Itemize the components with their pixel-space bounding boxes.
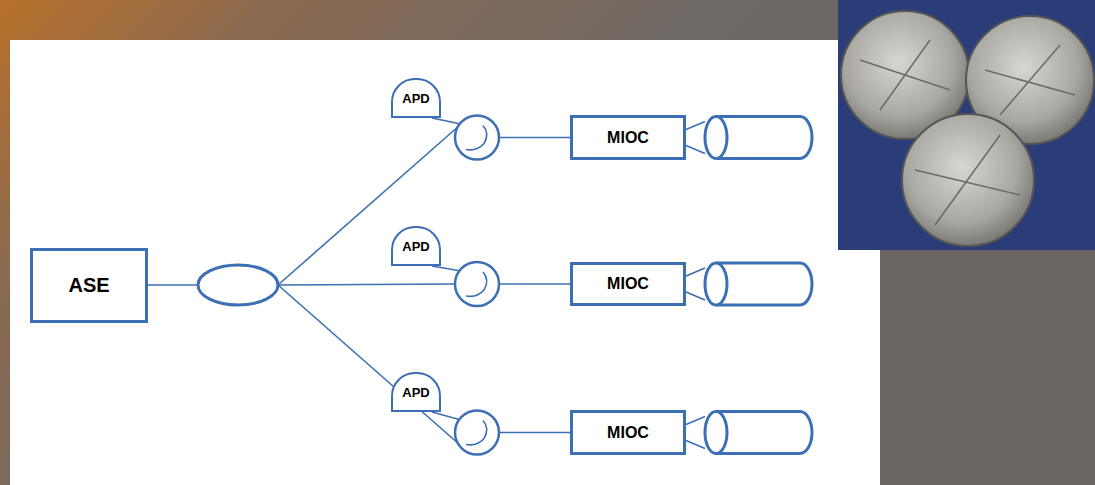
fiber-coil — [686, 412, 812, 454]
fiber-wires — [148, 118, 570, 445]
coil-photo — [838, 0, 1095, 250]
node-label: MIOC — [607, 424, 649, 442]
circulator-arc — [466, 126, 487, 150]
fiber-coil — [686, 263, 812, 305]
modulator-box: MIOC — [570, 262, 686, 306]
fiber-coil — [686, 117, 812, 159]
side-panel — [880, 250, 1095, 485]
node-label: APD — [402, 239, 429, 254]
node-label: MIOC — [607, 129, 649, 147]
node-label: ASE — [68, 274, 109, 297]
fiber-coils — [686, 117, 812, 454]
modulator-box: MIOC — [570, 410, 686, 455]
modulator-box: MIOC — [570, 115, 686, 160]
node-label: MIOC — [607, 275, 649, 293]
circulator-arc — [466, 421, 487, 445]
detector-shape: APD — [391, 372, 441, 412]
circulator-symbol — [455, 262, 499, 306]
circulator-symbol — [455, 116, 499, 160]
detector-shape: APD — [391, 226, 441, 266]
circulator-arc — [466, 272, 487, 296]
circulators — [455, 116, 499, 455]
source-box: ASE — [30, 248, 148, 323]
fiber-splitter — [198, 265, 278, 305]
node-label: APD — [402, 91, 429, 106]
node-label: APD — [402, 385, 429, 400]
detector-shape: APD — [391, 78, 441, 118]
circulator-symbol — [455, 411, 499, 455]
white-panel — [10, 40, 880, 485]
